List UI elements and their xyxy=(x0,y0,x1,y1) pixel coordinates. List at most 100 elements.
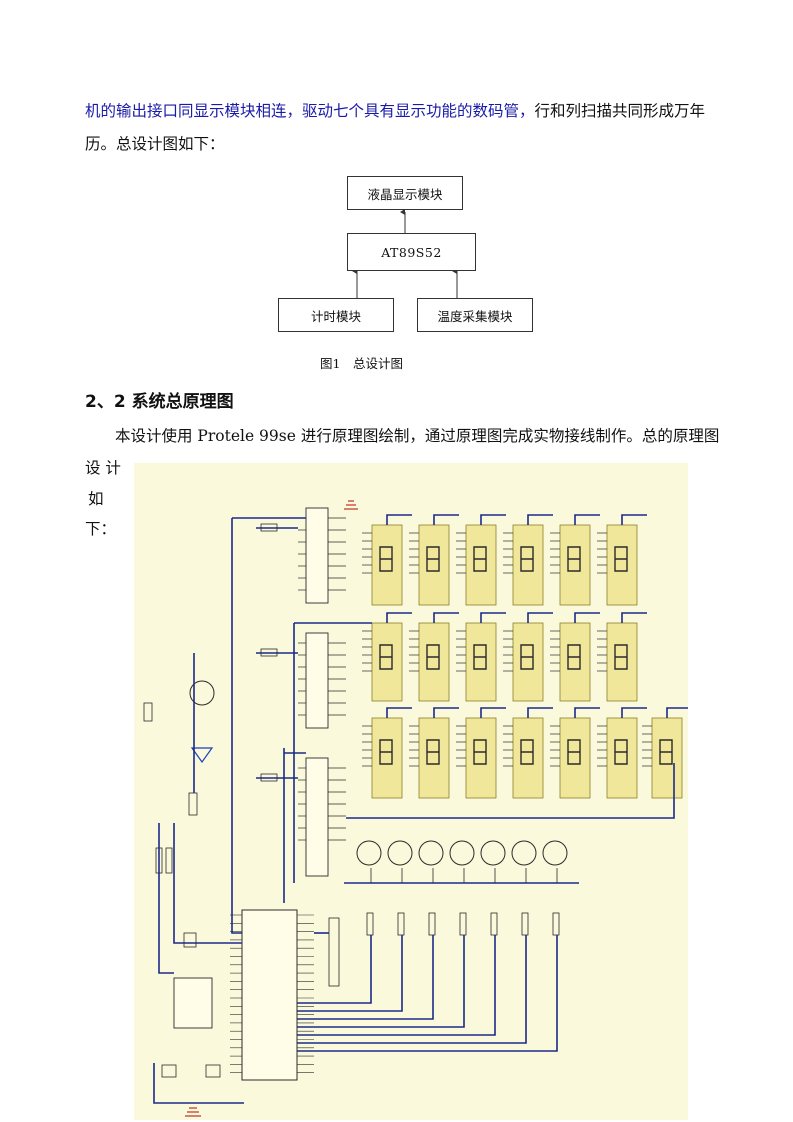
shift-register-chip xyxy=(305,632,329,729)
mcu-box: AT89S52 xyxy=(347,233,476,271)
display-bus xyxy=(527,514,553,525)
driver-transistor xyxy=(511,840,537,866)
seven-segment-display xyxy=(559,622,591,702)
driver-transistor xyxy=(387,840,413,866)
display-bus xyxy=(386,707,412,718)
display-bus xyxy=(386,514,412,525)
block-diagram-connectors xyxy=(352,209,458,298)
seven-segment-display xyxy=(465,622,497,702)
segment-digit xyxy=(473,739,487,765)
display-bus xyxy=(433,514,459,525)
section-heading: 2、2 系统总原理图 xyxy=(85,392,234,412)
segment-digit xyxy=(426,644,440,670)
display-bus xyxy=(574,612,600,623)
seven-segment-display xyxy=(606,524,638,606)
timer-module-box: 计时模块 xyxy=(278,298,394,332)
segment-digit xyxy=(614,546,628,572)
resistor xyxy=(260,773,278,782)
capacitor xyxy=(165,847,173,874)
seven-segment-display xyxy=(418,524,450,606)
display-bus xyxy=(574,514,600,525)
segment-digit xyxy=(567,644,581,670)
segment-digit xyxy=(520,739,534,765)
led xyxy=(190,747,214,764)
segment-digit xyxy=(379,739,393,765)
base-resistor xyxy=(459,912,467,936)
sensor xyxy=(183,932,197,948)
crystal xyxy=(205,1064,221,1078)
seven-segment-display xyxy=(371,524,403,606)
seven-segment-display xyxy=(465,717,497,799)
seven-segment-display xyxy=(606,622,638,702)
paragraph-2-line-1: 本设计使用 Protele 99se 进行原理图绘制，通过原理图完成实物接线制作… xyxy=(115,427,720,445)
display-bus xyxy=(433,612,459,623)
base-resistor xyxy=(490,912,498,936)
segment-digit xyxy=(614,739,628,765)
driver-transistor xyxy=(542,840,568,866)
display-bus xyxy=(527,612,553,623)
display-bus xyxy=(386,612,412,623)
transistor-drive-wire xyxy=(284,935,403,1012)
transistor-drive-wire xyxy=(284,935,372,1004)
segment-digit xyxy=(473,546,487,572)
ground-symbol xyxy=(185,1107,201,1117)
segment-digit xyxy=(520,644,534,670)
segment-digit xyxy=(426,546,440,572)
transistor-drive-wire xyxy=(284,935,434,1020)
seven-segment-display xyxy=(465,524,497,606)
paragraph-2-wrap-2: 如 xyxy=(88,490,104,508)
display-bus xyxy=(480,707,506,718)
pin-header xyxy=(328,917,340,987)
transistor xyxy=(189,680,215,706)
shift-register-chip xyxy=(305,757,329,877)
rtc-chip xyxy=(173,977,213,1029)
segment-digit xyxy=(520,546,534,572)
display-return-bus xyxy=(346,763,675,819)
paragraph-2-wrap-3: 下： xyxy=(85,520,117,538)
base-resistor xyxy=(366,912,374,936)
paragraph-1-highlight: 机的输出接口同显示模块相连，驱动七个具有显示功能的数码管， xyxy=(85,102,535,120)
seven-segment-display xyxy=(371,717,403,799)
temperature-module-box: 温度采集模块 xyxy=(417,298,533,332)
seven-segment-display xyxy=(418,717,450,799)
segment-digit xyxy=(426,739,440,765)
transistor-drive-wire xyxy=(284,935,558,1052)
resistor xyxy=(188,792,198,816)
resistor xyxy=(260,648,278,657)
paragraph-1-line-1: 机的输出接口同显示模块相连，驱动七个具有显示功能的数码管，行和列扫描共同形成万年 xyxy=(85,100,705,122)
display-bus xyxy=(621,612,647,623)
paragraph-1-line-2: 历。总设计图如下： xyxy=(85,135,225,153)
driver-transistor xyxy=(418,840,444,866)
shift-register-chip xyxy=(305,507,329,604)
display-bus xyxy=(666,707,688,718)
vcc-wire xyxy=(231,518,244,934)
segment-digit xyxy=(614,644,628,670)
display-bus xyxy=(527,707,553,718)
base-resistor xyxy=(521,912,529,936)
mcu-chip xyxy=(241,909,298,1081)
display-bus xyxy=(621,514,647,525)
schematic-drawing xyxy=(143,500,688,1117)
driver-transistor xyxy=(356,840,382,866)
display-bus xyxy=(621,707,647,718)
figure-caption: 图1 总设计图 xyxy=(320,356,403,371)
display-bus xyxy=(480,612,506,623)
resistor xyxy=(260,523,278,532)
base-resistor xyxy=(428,912,436,936)
display-bus xyxy=(574,707,600,718)
seven-segment-display xyxy=(512,622,544,702)
seven-segment-display xyxy=(651,717,683,799)
transistor-drive-wire xyxy=(284,935,527,1044)
segment-digit xyxy=(567,739,581,765)
transistor-drive-wire xyxy=(284,935,496,1036)
segment-digit xyxy=(567,546,581,572)
ground-symbol xyxy=(344,500,358,510)
seven-segment-display xyxy=(512,717,544,799)
system-schematic xyxy=(134,463,688,1120)
seven-segment-display xyxy=(559,524,591,606)
driver-transistor xyxy=(449,840,475,866)
display-bus xyxy=(480,514,506,525)
seven-segment-display xyxy=(559,717,591,799)
lcd-module-box: 液晶显示模块 xyxy=(347,176,463,210)
rtc-wire xyxy=(173,823,242,944)
